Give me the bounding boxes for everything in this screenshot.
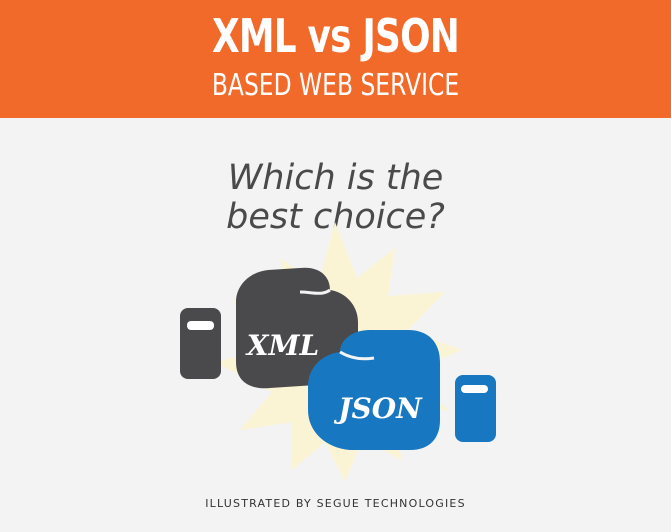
- boxing-glove-icon-json: JSON: [308, 330, 496, 450]
- glove-label-xml: XML: [245, 329, 319, 362]
- header-banner: XML vs JSON BASED WEB SERVICE: [0, 0, 671, 118]
- page-subtitle: BASED WEB SERVICE: [211, 68, 460, 103]
- credit-text: ILLUSTRATED BY SEGUE TECHNOLOGIES: [205, 497, 466, 510]
- question-line-1: Which is the: [227, 158, 444, 198]
- glove-label-json: JSON: [333, 392, 423, 425]
- page-title: XML vs JSON: [211, 9, 460, 63]
